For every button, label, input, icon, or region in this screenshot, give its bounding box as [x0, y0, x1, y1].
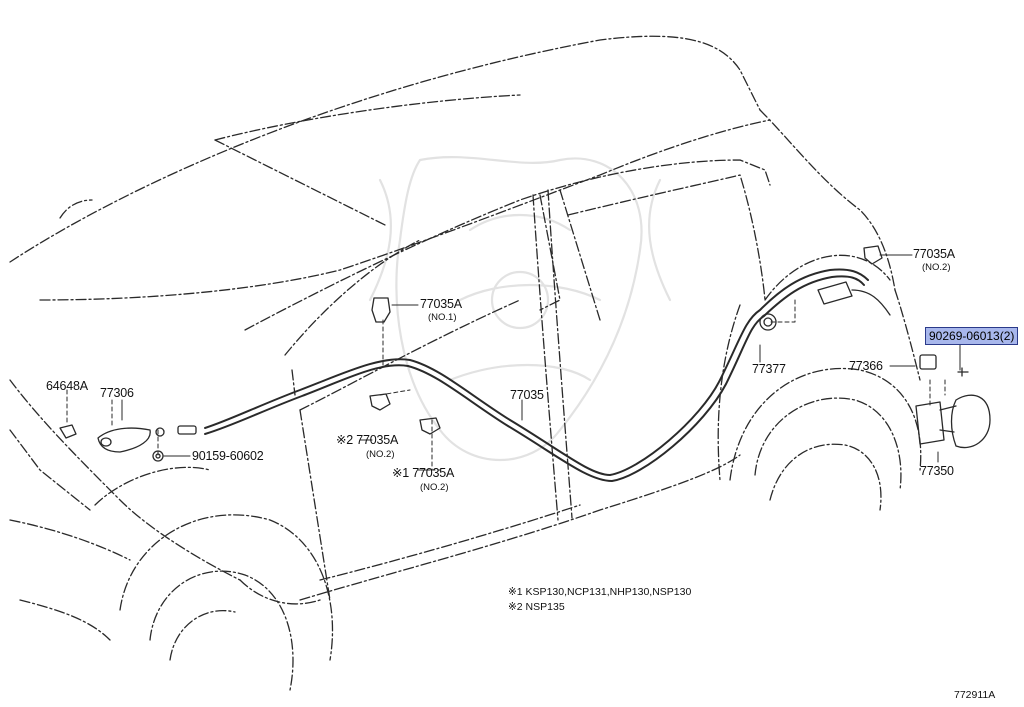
part-label-77306[interactable]: 77306 — [100, 386, 134, 400]
footnote-2: ※2 NSP135 — [508, 601, 565, 613]
label-leaders — [121, 254, 961, 471]
part-77035a-no2-b — [419, 417, 441, 435]
diagram-id: 772911A — [954, 689, 996, 701]
part-90159-bolt — [152, 450, 164, 462]
part-label-77035a-variant1[interactable]: ※1 77035A — [392, 466, 455, 480]
part-label-77350[interactable]: 77350 — [920, 464, 954, 478]
part-77035a-no1 — [371, 297, 391, 323]
part-label-77035a-variant2[interactable]: ※2 77035A — [336, 433, 399, 447]
part-label-77377[interactable]: 77377 — [752, 362, 786, 376]
part-label-77035[interactable]: 77035 — [510, 388, 544, 402]
part-90269-screw — [957, 367, 969, 377]
release-cable — [204, 268, 869, 482]
part-label-90159-60602[interactable]: 90159-60602 — [192, 449, 264, 463]
part-77377 — [759, 313, 777, 331]
part-label-64648a[interactable]: 64648A — [46, 379, 88, 393]
part-label-90269-06013-highlighted[interactable]: 90269-06013(2) — [925, 327, 1019, 345]
part-sublabel-variant2: (NO.2) — [366, 449, 395, 460]
part-77350-lid — [915, 394, 991, 449]
car-roof — [9, 35, 921, 381]
watermark-emblem — [368, 156, 672, 461]
leader-lines — [66, 299, 946, 471]
part-77306-handle — [97, 427, 151, 453]
part-sublabel-no1: (NO.1) — [428, 312, 457, 323]
part-sublabel-variant1: (NO.2) — [420, 482, 449, 493]
part-64648a — [59, 424, 77, 439]
rear-wheel — [729, 367, 922, 511]
part-77035a-no2-top — [863, 245, 883, 265]
car-front — [9, 379, 321, 641]
front-wheel — [119, 514, 334, 691]
part-lock-actuator — [817, 281, 891, 316]
part-cable-end — [155, 425, 197, 437]
part-label-77035a-no1[interactable]: 77035A — [420, 297, 462, 311]
part-label-77366[interactable]: 77366 — [849, 359, 883, 373]
part-sublabel-top: (NO.2) — [922, 262, 951, 273]
part-77035a-no2-a — [369, 393, 391, 411]
part-label-77035a-top[interactable]: 77035A — [913, 247, 955, 261]
part-77366 — [919, 354, 937, 370]
footnote-1: ※1 KSP130,NCP131,NHP130,NSP130 — [508, 586, 692, 598]
